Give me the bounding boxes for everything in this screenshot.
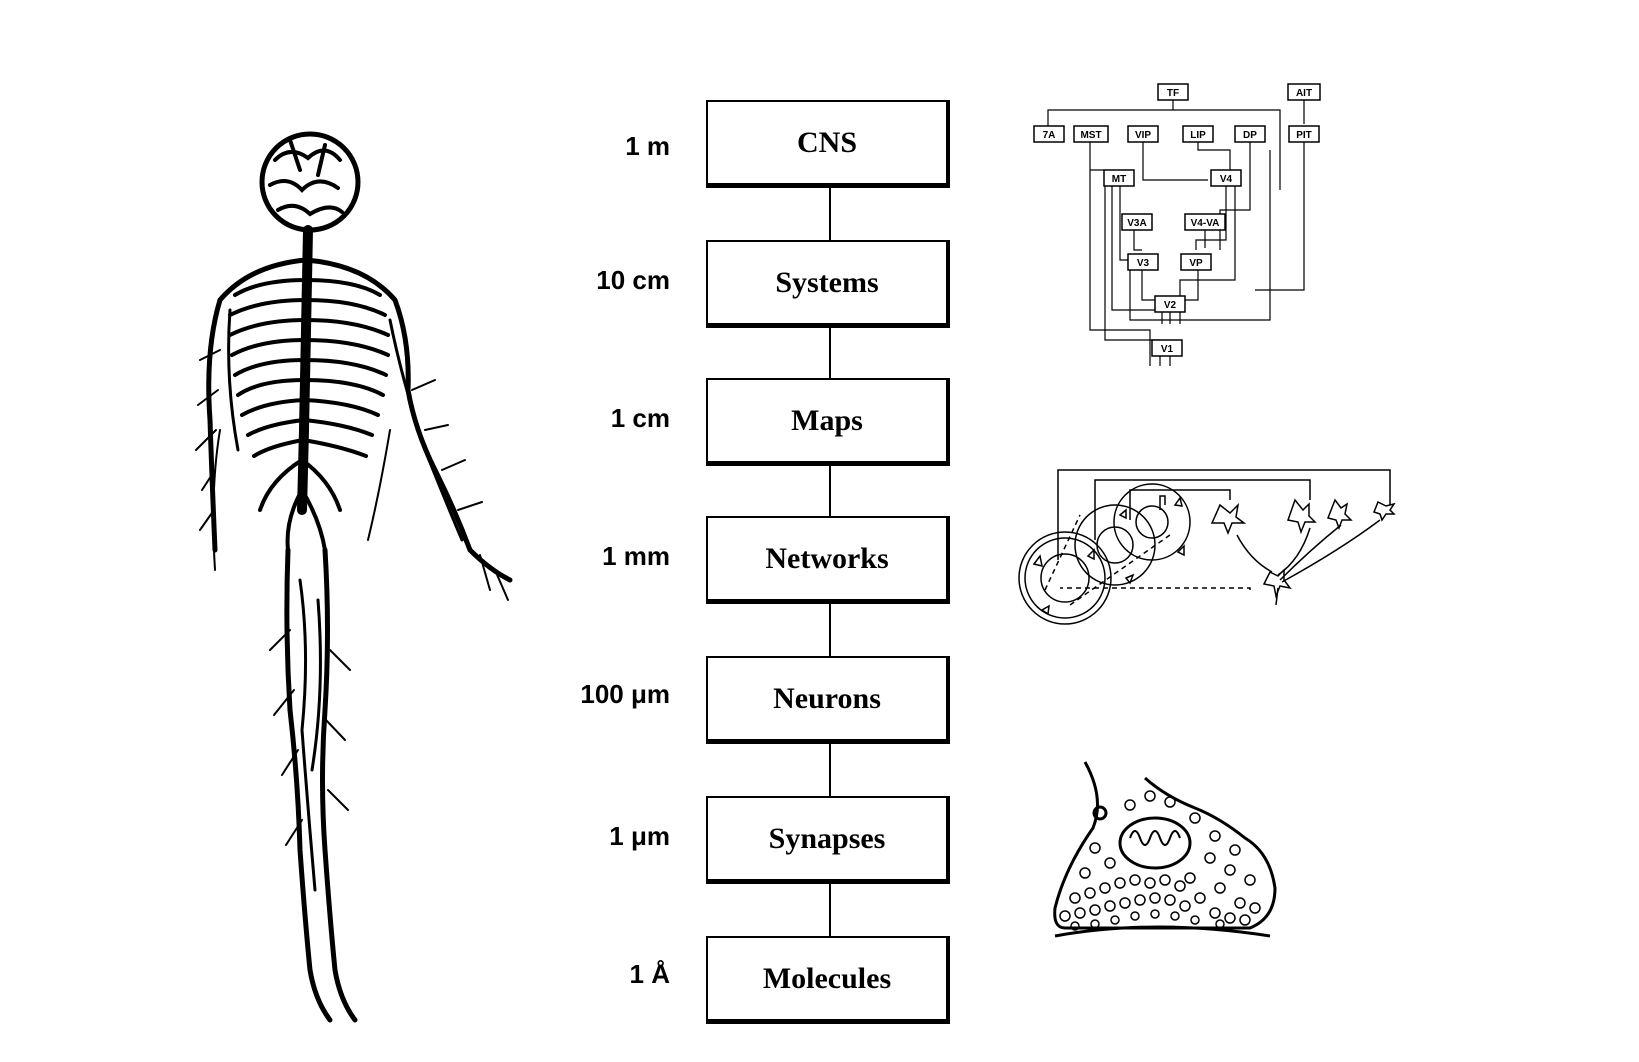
area-box-v1: V1 (1151, 339, 1183, 357)
human-nervous-system-icon (195, 131, 513, 1023)
scale-label-networks: 1 mm (602, 541, 670, 571)
level-connector (829, 884, 831, 936)
area-box-pit: PIT (1288, 125, 1320, 143)
level-box-neurons: Neurons (706, 656, 950, 744)
area-box-mst: MST (1073, 125, 1109, 143)
area-label-7a: 7A (1043, 130, 1056, 141)
scale-label-maps: 1 cm (610, 403, 670, 433)
neural-network-icon (1018, 469, 1396, 625)
area-label-tf: TF (1167, 88, 1179, 99)
level-box-networks: Networks (706, 516, 950, 604)
area-label-v3a: V3A (1127, 218, 1146, 229)
area-box-dp: DP (1234, 125, 1266, 143)
area-box-vip: VIP (1127, 125, 1159, 143)
level-box-molecules: Molecules (706, 936, 950, 1024)
level-name-neurons: Neurons (773, 681, 881, 715)
area-box-v2: V2 (1154, 295, 1186, 313)
level-connector (829, 604, 831, 656)
area-box-v3a: V3A (1121, 213, 1153, 231)
area-box-v3: V3 (1127, 253, 1159, 271)
level-box-cns: CNS (706, 100, 950, 188)
area-label-v4: V4 (1220, 174, 1233, 185)
area-box-7a: 7A (1033, 125, 1065, 143)
area-label-mst: MST (1080, 130, 1101, 141)
area-box-v4: V4 (1210, 169, 1242, 187)
level-connector (829, 328, 831, 378)
area-label-vp: VP (1189, 258, 1203, 269)
area-label-pit: PIT (1296, 130, 1312, 141)
area-label-vip: VIP (1135, 130, 1151, 141)
level-name-synapses: Synapses (768, 821, 886, 855)
synapse-icon (1053, 761, 1277, 938)
scale-label-cns: 1 m (625, 131, 670, 161)
area-box-lip: LIP (1182, 125, 1214, 143)
scale-label-systems: 10 cm (596, 265, 670, 295)
area-label-ait: AIT (1296, 88, 1312, 99)
area-label-lip: LIP (1190, 130, 1206, 141)
area-label-mt: MT (1112, 174, 1126, 185)
level-box-maps: Maps (706, 378, 950, 466)
area-box-vp: VP (1180, 253, 1212, 271)
level-box-systems: Systems (706, 240, 950, 328)
area-box-tf: TF (1157, 83, 1189, 101)
level-name-networks: Networks (765, 541, 889, 575)
scale-label-synapses: 1 μm (609, 821, 670, 851)
level-name-cns: CNS (796, 125, 857, 159)
level-connector (829, 744, 831, 796)
area-label-v4va: V4-VA (1191, 218, 1220, 229)
area-label-v2: V2 (1164, 300, 1177, 311)
scale-label-neurons: 100 μm (580, 679, 670, 709)
scale-label-molecules: 1 Å (629, 959, 670, 989)
area-label-v1: V1 (1161, 344, 1174, 355)
visual-area-hierarchy: TF AIT 7A MST VIP LIP (1033, 83, 1321, 366)
level-connector (829, 188, 831, 240)
area-box-v4va: V4-VA (1184, 213, 1226, 231)
area-label-dp: DP (1243, 130, 1257, 141)
area-box-ait: AIT (1287, 83, 1321, 101)
area-label-v3: V3 (1137, 258, 1150, 269)
level-name-maps: Maps (791, 403, 863, 437)
level-box-synapses: Synapses (706, 796, 950, 884)
area-box-mt: MT (1103, 169, 1135, 187)
level-name-systems: Systems (775, 265, 879, 299)
level-name-molecules: Molecules (762, 961, 892, 995)
level-connector (829, 466, 831, 516)
